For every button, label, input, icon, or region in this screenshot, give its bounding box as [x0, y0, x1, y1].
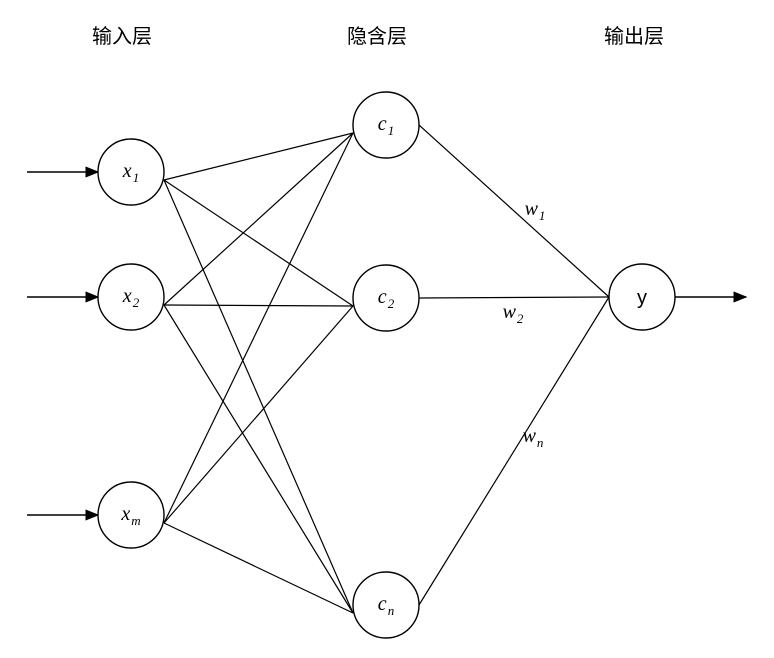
edge-x2-c1 [163, 305, 354, 524]
input-node-2 [97, 481, 165, 549]
input-node-label-0: x1 [122, 160, 139, 185]
input-node-label-2: xm [120, 503, 140, 528]
edge-x0-c0 [163, 132, 354, 181]
edge-c2-y [418, 296, 610, 606]
input-node-1 [97, 263, 165, 331]
weight-label-1: w2 [503, 301, 524, 326]
output-node [608, 263, 676, 331]
edge-x2-c2 [163, 522, 354, 614]
output-node-label: y [637, 287, 647, 309]
connections [163, 124, 610, 614]
input-node-label-1: x2 [122, 285, 140, 310]
output-layer-title: 输出层 [604, 24, 664, 48]
input-node-0 [97, 138, 165, 206]
nodes: x1 x2 xm c1 c2 cn y [97, 91, 676, 639]
hidden-node-2 [352, 571, 420, 639]
input-layer-title: 输入层 [92, 24, 152, 48]
weight-label-2: wn [523, 425, 544, 450]
edge-x0-c2 [163, 179, 354, 614]
edge-c1-y [418, 296, 610, 299]
hidden-node-1 [352, 264, 420, 332]
edge-x1-c0 [163, 132, 354, 306]
io-arrows [27, 166, 748, 521]
edge-c0-y [418, 124, 610, 298]
weight-labels: w1 w2 wn [503, 198, 546, 450]
edge-x1-c2 [163, 304, 354, 614]
edge-x1-c1 [163, 304, 354, 307]
hidden-node-label-0: c1 [378, 113, 394, 138]
hidden-layer-title: 隐含层 [347, 24, 407, 48]
hidden-node-label-2: cn [378, 593, 394, 618]
weight-label-0: w1 [525, 198, 546, 223]
edge-x2-c0 [163, 132, 354, 524]
hidden-node-0 [352, 91, 420, 159]
hidden-node-label-1: c2 [378, 286, 395, 311]
edge-x0-c1 [163, 179, 354, 307]
